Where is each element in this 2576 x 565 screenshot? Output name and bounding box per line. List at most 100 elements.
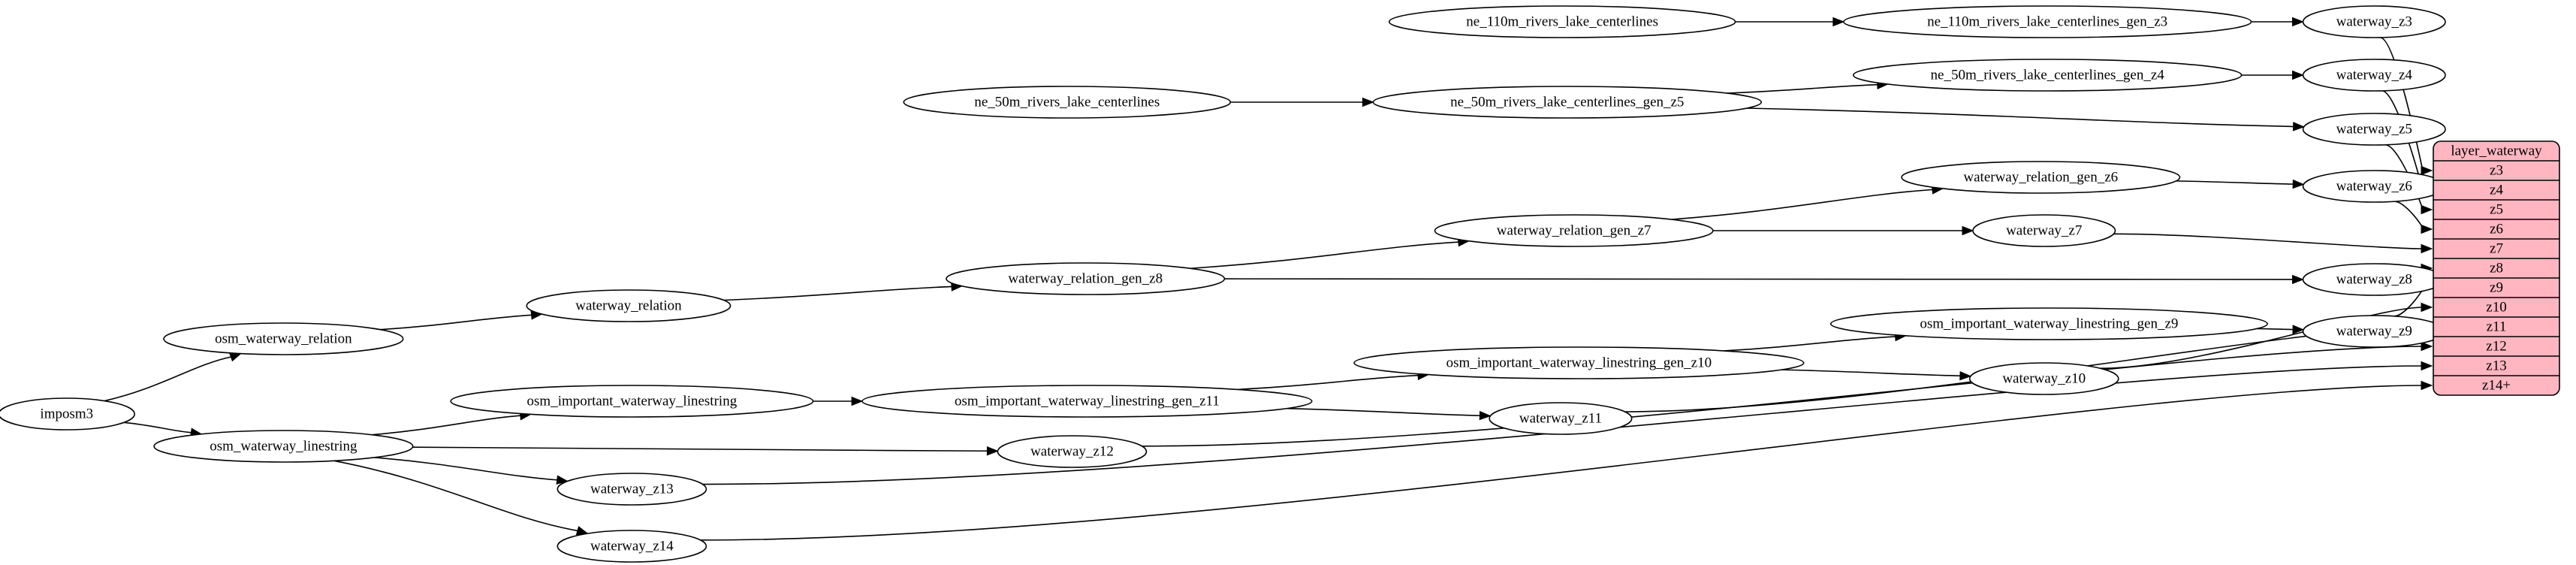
graph-node-waterway_z4[interactable]: waterway_z4	[2302, 59, 2446, 92]
nodes-layer: imposm3 osm_waterway_relation osm_waterway…	[0, 5, 2446, 563]
graph-edge	[1224, 274, 2304, 285]
node-ellipse	[153, 430, 414, 463]
graph-node-waterway_relation_gen_z6[interactable]: waterway_relation_gen_z6	[1901, 161, 2181, 194]
node-ellipse	[861, 385, 1313, 418]
node-label: osm_important_waterway_linestring	[527, 393, 738, 409]
graph-node-waterway_relation_gen_z7[interactable]: waterway_relation_gen_z7	[1434, 214, 1714, 247]
graph-node-osm_important_waterway_linestring_gen_z11[interactable]: osm_important_waterway_linestring_gen_z1…	[861, 385, 1313, 418]
node-ellipse	[2302, 59, 2446, 92]
graph-edge	[1735, 17, 1845, 27]
node-ellipse	[557, 473, 707, 506]
graph-edge	[1237, 370, 1430, 391]
node-label: waterway_z11	[1519, 410, 1602, 426]
graph-edge	[374, 457, 569, 485]
graph-edge	[1190, 237, 1470, 270]
node-label: waterway_z10	[2002, 370, 2086, 386]
table-row-z9[interactable]: z9	[2490, 279, 2503, 295]
node-label: waterway_z4	[2336, 67, 2413, 83]
graph-node-ne_50m_rivers_lake_centerlines_gen_z5[interactable]: ne_50m_rivers_lake_centerlines_gen_z5	[1372, 86, 1763, 119]
graph-node-waterway_z13[interactable]: waterway_z13	[557, 473, 707, 506]
graph-edge	[1781, 369, 1972, 381]
graph-node-waterway_relation_gen_z8[interactable]: waterway_relation_gen_z8	[946, 262, 1226, 295]
graph-node-waterway_z6[interactable]: waterway_z6	[2302, 170, 2446, 203]
node-ellipse	[526, 289, 731, 322]
node-ellipse	[1388, 5, 1736, 38]
graph-edge	[2251, 17, 2304, 27]
table-row-z10[interactable]: z10	[2486, 299, 2506, 315]
node-label: waterway_z5	[2336, 121, 2412, 137]
table-row-z3[interactable]: z3	[2490, 162, 2503, 178]
graph-node-osm_waterway_linestring[interactable]: osm_waterway_linestring	[153, 430, 414, 463]
node-label: waterway_relation_gen_z6	[1963, 169, 2118, 185]
table-row-z4[interactable]: z4	[2490, 182, 2503, 198]
graph-node-waterway_z8[interactable]: waterway_z8	[2302, 263, 2446, 296]
graph-node-waterway_z9[interactable]: waterway_z9	[2302, 315, 2446, 348]
node-ellipse	[997, 435, 1148, 468]
node-label: ne_50m_rivers_lake_centerlines_gen_z5	[1450, 94, 1684, 110]
node-label: ne_50m_rivers_lake_centerlines_gen_z4	[1931, 67, 2165, 83]
graph-edge	[2241, 70, 2304, 80]
table-row-z8[interactable]: z8	[2490, 260, 2503, 276]
node-label: ne_50m_rivers_lake_centerlines	[974, 94, 1160, 110]
graph-edge	[333, 460, 589, 536]
graph-edge	[123, 421, 203, 437]
graph-edge	[2113, 233, 2433, 254]
graph-edge	[700, 380, 2433, 541]
table-row-z6[interactable]: z6	[2490, 221, 2503, 237]
node-ellipse	[903, 86, 1232, 119]
graph-node-waterway_z3[interactable]: waterway_z3	[2302, 5, 2446, 38]
graph-node-waterway_z7[interactable]: waterway_z7	[1972, 214, 2116, 247]
graph-edge	[2380, 37, 2433, 176]
edges-layer	[104, 17, 2433, 541]
graph-node-imposm3[interactable]: imposm3	[0, 397, 136, 431]
node-ellipse	[1829, 307, 2268, 340]
table-row-z11[interactable]: z11	[2487, 319, 2507, 334]
node-ellipse	[2302, 113, 2446, 146]
node-ellipse	[163, 322, 404, 355]
table-row-z12[interactable]: z12	[2486, 338, 2506, 354]
graph-edge	[1230, 97, 1374, 107]
graph-edge	[380, 310, 543, 331]
node-label: waterway_z12	[1030, 443, 1114, 459]
graph-edge	[1672, 185, 1944, 220]
graph-node-ne_110m_rivers_lake_centerlines_gen_z3[interactable]: ne_110m_rivers_lake_centerlines_gen_z3	[1843, 5, 2252, 38]
node-label: osm_waterway_linestring	[210, 438, 357, 454]
table-row-z14+[interactable]: z14+	[2482, 377, 2511, 393]
graph-node-osm_important_waterway_linestring[interactable]: osm_important_waterway_linestring	[450, 385, 814, 418]
graph-node-waterway_z12[interactable]: waterway_z12	[997, 435, 1148, 468]
node-label: waterway_relation_gen_z7	[1497, 222, 1651, 238]
graph-node-osm_waterway_relation[interactable]: osm_waterway_relation	[163, 322, 404, 355]
graph-edge	[104, 352, 243, 402]
graph-node-ne_50m_rivers_lake_centerlines_gen_z4[interactable]: ne_50m_rivers_lake_centerlines_gen_z4	[1852, 59, 2243, 92]
graph-node-waterway_z10[interactable]: waterway_z10	[1968, 362, 2119, 395]
node-label: waterway_z6	[2336, 178, 2412, 194]
graph-edge	[1286, 407, 1492, 421]
node-ellipse	[1434, 214, 1714, 247]
graph-node-ne_110m_rivers_lake_centerlines[interactable]: ne_110m_rivers_lake_centerlines	[1388, 5, 1736, 38]
graph-node-ne_50m_rivers_lake_centerlines[interactable]: ne_50m_rivers_lake_centerlines	[903, 86, 1232, 119]
graph-edge	[723, 282, 964, 301]
node-label: waterway_relation	[575, 298, 682, 313]
graph-node-waterway_z11[interactable]: waterway_z11	[1489, 402, 1633, 435]
node-label: ne_110m_rivers_lake_centerlines_gen_z3	[1927, 14, 2167, 29]
node-ellipse	[1353, 346, 1805, 379]
node-ellipse	[1901, 161, 2181, 194]
node-ellipse	[2302, 5, 2446, 38]
node-label: osm_important_waterway_linestring_gen_z9	[1920, 316, 2178, 331]
node-label: waterway_z13	[590, 481, 674, 497]
graph-node-osm_important_waterway_linestring_gen_z10[interactable]: osm_important_waterway_linestring_gen_z1…	[1353, 346, 1805, 379]
graph-node-waterway_z5[interactable]: waterway_z5	[2302, 113, 2446, 146]
node-label: waterway_z8	[2336, 271, 2412, 287]
table-row-z7[interactable]: z7	[2490, 240, 2503, 256]
graph-edge	[2257, 325, 2305, 334]
table-row-z5[interactable]: z5	[2490, 201, 2503, 217]
table-row-z13[interactable]: z13	[2486, 358, 2506, 373]
graph-node-waterway_z14[interactable]: waterway_z14	[557, 530, 707, 563]
node-ellipse	[1968, 362, 2119, 395]
graph-edge	[2394, 201, 2433, 234]
node-ellipse	[1972, 214, 2116, 247]
graph-node-osm_important_waterway_linestring_gen_z9[interactable]: osm_important_waterway_linestring_gen_z9	[1829, 307, 2268, 340]
graph-node-waterway_relation[interactable]: waterway_relation	[526, 289, 731, 322]
node-label: waterway_z7	[2006, 222, 2082, 238]
